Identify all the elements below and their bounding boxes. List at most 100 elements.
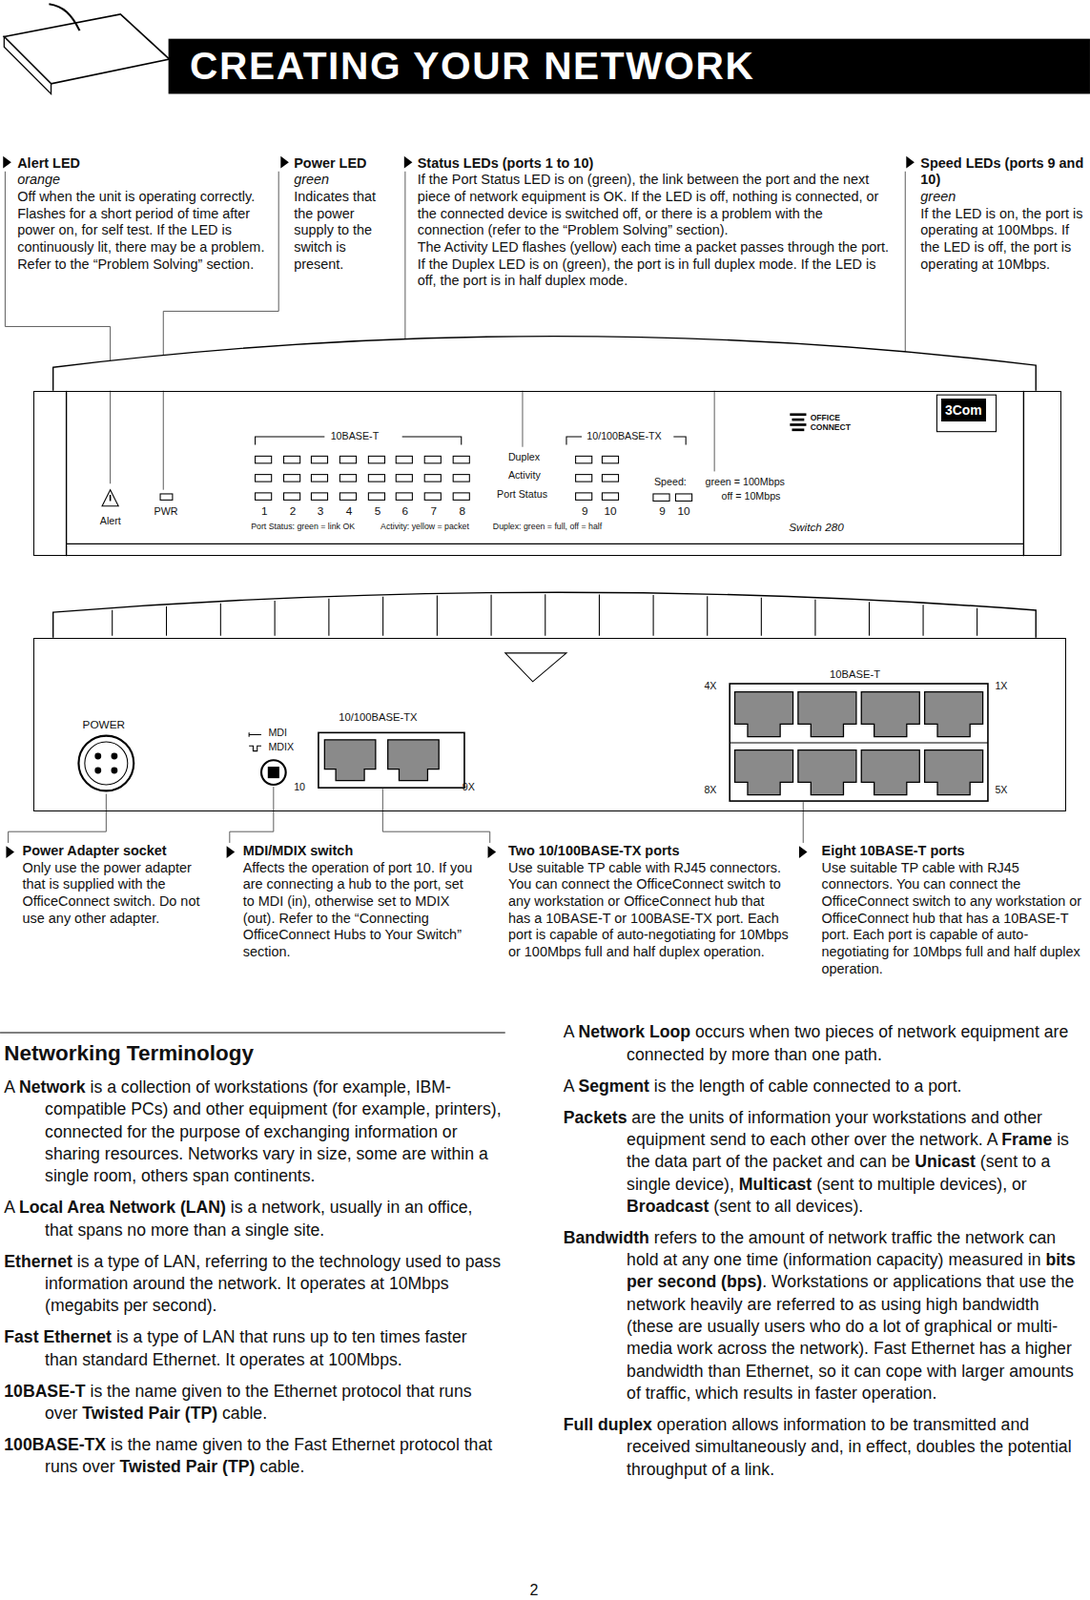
rj45-jack — [735, 692, 794, 738]
led — [452, 455, 470, 463]
panel-label: Activity: yellow = packet — [380, 522, 470, 533]
notch — [505, 653, 567, 682]
led — [575, 474, 593, 482]
body-text: occurs when two pieces of network equipm… — [626, 1022, 1069, 1064]
paragraph: orange — [17, 171, 268, 189]
body-text: are the units of information your workst… — [626, 1108, 1043, 1150]
vent-line — [111, 610, 113, 637]
led — [575, 493, 593, 500]
led — [310, 474, 328, 482]
panel-label: 3 — [317, 505, 325, 518]
led — [424, 455, 441, 463]
panel-label: PWR — [154, 506, 179, 518]
marker — [488, 845, 497, 859]
logo-stripe — [789, 412, 806, 416]
paragraph: Packets are the units of information you… — [563, 1107, 1087, 1219]
logo-frame — [936, 394, 996, 432]
front-frame-line — [1023, 390, 1025, 556]
t-port-divider — [729, 742, 988, 744]
section-rule — [0, 1031, 506, 1033]
body-text: (sent to multiple devices), or — [816, 1174, 1028, 1194]
vent-line — [382, 596, 384, 637]
vent-line — [220, 603, 222, 637]
callout-markers — [2, 156, 915, 859]
paragraph: Use suitable TP cable with RJ45 connecto… — [822, 860, 1083, 979]
panel-label: 7 — [431, 505, 438, 518]
panel-label: 4X — [703, 680, 717, 693]
led — [675, 493, 692, 501]
vent-line — [868, 601, 870, 636]
vent-line — [328, 598, 330, 637]
text-block: Status LEDs (ports 1 to 10)If the Port S… — [417, 155, 889, 290]
pin — [94, 767, 102, 775]
front-lid — [53, 336, 1037, 391]
body-text: A — [3, 1077, 15, 1097]
panel-label: CONNECT — [810, 423, 851, 432]
text-block: MDI/MDIX switchAffects the operation of … — [243, 843, 476, 962]
panel-label: 9 — [581, 505, 589, 518]
term: Alert LED — [17, 155, 81, 171]
body-text: Indicates that the power supply to the s… — [293, 188, 376, 272]
title-band — [168, 39, 1090, 95]
paragraph: 2 — [529, 1581, 560, 1600]
rj45-jack — [925, 692, 984, 738]
body-text: A — [3, 1197, 15, 1217]
panel-body: 10BASE-T10/100BASE-TXDuplexActivityPort … — [33, 390, 1062, 556]
panel-label: MDI — [267, 727, 288, 740]
term: Fast Ethernet — [3, 1327, 112, 1347]
body-text: A — [563, 1076, 575, 1096]
led-group — [255, 455, 693, 501]
panel-label: 2 — [289, 505, 297, 518]
panel-label: Port Status — [496, 489, 548, 501]
panel-label: 10BASE-T — [829, 668, 881, 680]
led — [395, 493, 412, 500]
term: 10BASE-T — [3, 1381, 85, 1401]
led-colour: orange — [17, 171, 61, 187]
paragraph: Alert LED — [17, 155, 268, 173]
logo-text: 3Com — [945, 403, 983, 418]
paragraph: The Activity LED flashes (yellow) each t… — [417, 239, 889, 290]
body-text: Use suitable TP cable with RJ45 connecto… — [822, 860, 1083, 977]
led — [339, 493, 356, 500]
tx-port-housing — [318, 732, 465, 788]
led — [452, 493, 470, 500]
term: Power LED — [293, 155, 367, 171]
vent-line — [760, 597, 762, 637]
led — [424, 493, 441, 500]
logo-stripe — [789, 423, 806, 427]
rj45-jack — [798, 692, 857, 738]
text-block: Eight 10BASE-T portsUse suitable TP cabl… — [822, 843, 1083, 978]
vent-line — [544, 594, 546, 636]
pin — [110, 767, 118, 775]
body-text: is the length of cable connected to a po… — [654, 1076, 963, 1096]
text-block: Two 10/100BASE-TX portsUse suitable TP c… — [508, 843, 790, 962]
panel-label: 10 — [293, 781, 306, 794]
panel-label: 4 — [346, 505, 353, 518]
panel-label: 8 — [459, 505, 467, 518]
panel-label: Activity — [508, 470, 541, 482]
vent-line — [436, 596, 438, 637]
officeconnect-logo-mark — [789, 412, 806, 432]
panel-label: 1X — [994, 680, 1008, 693]
term: Frame — [1001, 1130, 1052, 1150]
marker — [280, 156, 289, 169]
text-block: Alert LEDorangeOff when the unit is oper… — [17, 155, 268, 274]
panel-label: 10 — [603, 505, 617, 518]
rj45-jack — [388, 740, 440, 782]
led — [368, 493, 385, 500]
paragraph: 10BASE-T is the name given to the Ethern… — [3, 1380, 504, 1426]
panel-label: off = 10Mbps — [721, 491, 782, 503]
front-panel-drawing — [53, 336, 1037, 557]
term: Ethernet — [3, 1252, 73, 1272]
led — [395, 474, 412, 482]
body-text: is a collection of workstations (for exa… — [44, 1077, 501, 1186]
rj45-jack — [735, 750, 794, 796]
panel-label: 8X — [703, 784, 717, 797]
body-text: The Activity LED flashes (yellow) each t… — [417, 239, 889, 288]
paragraph: Ethernet is a type of LAN, referring to … — [3, 1251, 504, 1318]
alert-icon — [102, 490, 119, 507]
term: MDI/MDIX switch — [243, 843, 354, 859]
body-text: cable. — [259, 1457, 305, 1477]
pwr-led — [160, 493, 173, 500]
rj45-jack — [861, 750, 920, 796]
